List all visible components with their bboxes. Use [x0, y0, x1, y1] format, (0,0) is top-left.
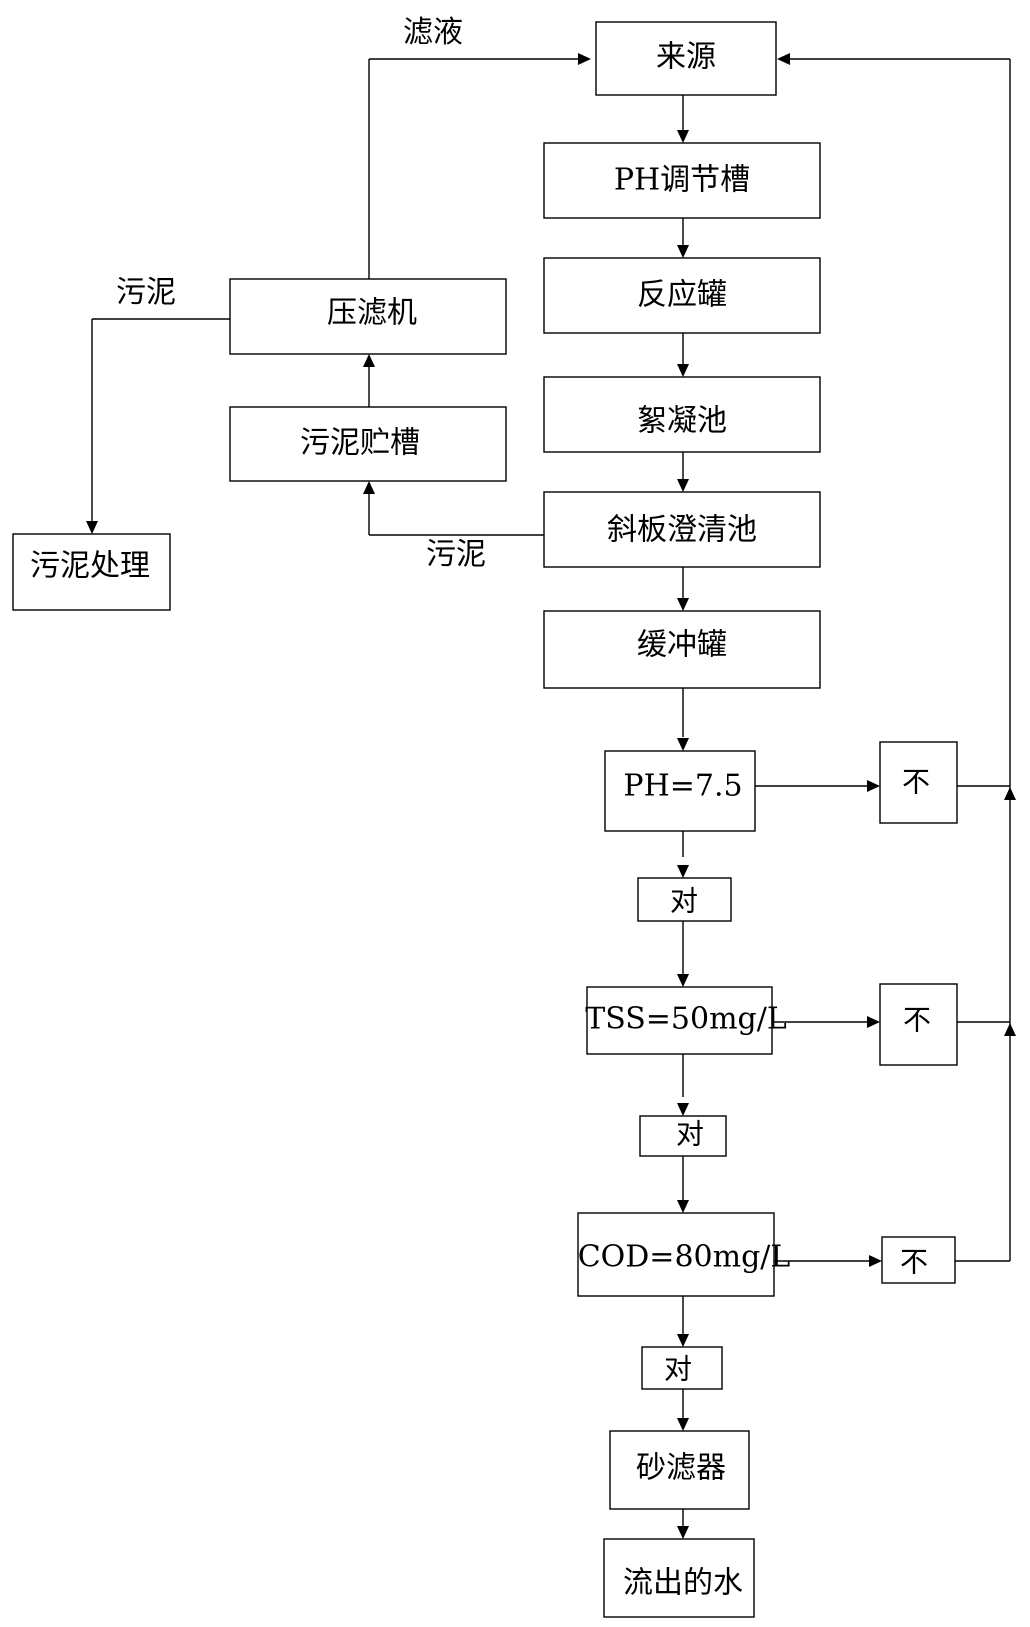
arrowhead [677, 1200, 689, 1213]
node-buffer-tank: 缓冲罐 [543, 610, 821, 689]
node-source: 来源 [595, 21, 777, 96]
arrowhead [677, 479, 689, 492]
node-flocculation: 絮凝池 [543, 376, 821, 453]
node-cod-no: 不 [881, 1236, 956, 1284]
node-label: 砂滤器 [636, 1451, 726, 1486]
arrowhead [677, 598, 689, 611]
node-label: TSS=50mg/L [585, 1002, 787, 1037]
node-reactor: 反应罐 [543, 257, 821, 334]
node-label: PH调节槽 [614, 163, 750, 198]
edge-label-sludge-clarifier: 污泥 [426, 537, 486, 572]
node-clarifier: 斜板澄清池 [543, 491, 821, 568]
arrowheads [86, 53, 1016, 1539]
arrowhead [1004, 787, 1016, 800]
node-tss-check: TSS=50mg/L [585, 986, 787, 1055]
edge-label-filtrate: 滤液 [403, 15, 463, 50]
node-label: 污泥贮槽 [300, 426, 420, 461]
arrowhead [1004, 1023, 1016, 1036]
node-ph-adjust-tank: PH调节槽 [543, 142, 821, 219]
arrowhead [867, 780, 880, 792]
node-sand-filter: 砂滤器 [609, 1430, 750, 1510]
arrowhead [677, 865, 689, 878]
edge-label-sludge-press: 污泥 [116, 275, 176, 310]
node-label: 不 [902, 766, 930, 799]
arrowhead [677, 974, 689, 987]
node-filter-press: 压滤机 [229, 278, 507, 355]
arrowhead [869, 1255, 882, 1267]
node-label: 压滤机 [327, 296, 417, 331]
node-ph-check: PH=7.5 [604, 750, 756, 832]
node-sludge-tank: 污泥贮槽 [229, 406, 507, 482]
arrowhead [677, 130, 689, 143]
arrowhead [578, 53, 591, 65]
arrowhead [86, 521, 98, 534]
node-label: 对 [664, 1353, 692, 1386]
node-effluent: 流出的水 [603, 1538, 755, 1618]
node-tss-no: 不 [879, 983, 958, 1066]
node-label: 流出的水 [623, 1566, 743, 1601]
node-tss-yes: 对 [639, 1115, 727, 1157]
node-sludge-treatment: 污泥处理 [12, 533, 171, 611]
node-label: 不 [903, 1004, 931, 1037]
node-ph-yes: 对 [637, 877, 732, 922]
arrowhead [777, 53, 790, 65]
node-label: COD=80mg/L [578, 1240, 791, 1275]
arrowhead [677, 1526, 689, 1539]
node-ph-no: 不 [879, 741, 958, 824]
node-cod-check: COD=80mg/L [577, 1212, 791, 1297]
arrowhead [363, 354, 375, 367]
arrowhead [677, 1334, 689, 1347]
node-label: 反应罐 [637, 278, 727, 313]
arrowhead [677, 1418, 689, 1431]
arrowhead [867, 1016, 880, 1028]
arrowhead [363, 481, 375, 494]
node-label: 絮凝池 [637, 404, 727, 439]
node-label: 对 [676, 1118, 704, 1151]
node-label: PH=7.5 [623, 769, 742, 804]
arrowhead [677, 364, 689, 377]
node-label: 缓冲罐 [637, 628, 727, 663]
node-label: 对 [670, 885, 698, 918]
node-label: 污泥处理 [30, 549, 150, 584]
node-cod-yes: 对 [641, 1346, 723, 1390]
arrowhead [677, 1103, 689, 1116]
node-label: 斜板澄清池 [607, 513, 757, 548]
node-label: 来源 [656, 40, 716, 75]
connectors [91, 58, 1011, 1526]
node-label: 不 [900, 1246, 928, 1279]
arrowhead [677, 738, 689, 751]
arrowhead [677, 245, 689, 258]
